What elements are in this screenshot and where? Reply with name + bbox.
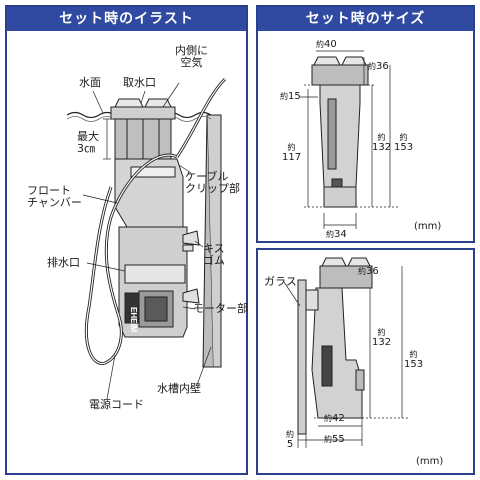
dim-w34-prefix: 約 [326,230,334,239]
label-cable-clip-1: ケーブル [185,170,229,183]
dim-b-g5-value: 5 [286,439,294,450]
size-diagram-side [283,257,408,448]
label-glass: ガラス [264,275,297,288]
label-max: 最大 3㎝ [77,131,99,155]
dim-b-h132-value: 132 [372,337,392,348]
label-float-2: チャンバー [27,196,82,209]
dim-b-g5-prefix: 約 [286,430,294,439]
dim-b-h36-value: 36 [366,266,379,277]
illustration-title: セット時のイラスト [7,7,246,31]
label-tank-wall: 水槽内壁 [157,382,201,395]
motor-body [118,226,188,338]
dim-d15: 約15 [280,91,301,102]
upper-body [114,158,184,228]
dim-b-w55: 約55 [324,434,345,445]
label-suction-rubber: キス ゴム [203,243,225,267]
label-float-chamber: フロート チャンバー [27,185,82,209]
dim-w34-value: 34 [334,229,347,240]
label-suction-1: キス [203,242,225,255]
size-title: セット時のサイズ [258,7,473,31]
label-water-surface: 水面 [79,76,101,89]
size-diagram-front [300,50,398,229]
dim-h36-prefix: 約 [368,62,376,71]
unit-mm-top: (mm) [414,221,442,232]
filter-illustration: EHEIM [66,77,227,400]
label-intake: 取水口 [123,76,156,89]
dim-b-h153-prefix: 約 [409,350,418,359]
illustration-panel: セット時のイラスト [5,5,248,475]
label-inner-air: 内側に 空気 [175,45,208,69]
label-inner-air-1: 内側に [175,44,208,57]
dim-d15-value: 15 [288,91,301,102]
intake-head [110,98,176,160]
dim-b-w55-value: 55 [332,434,345,445]
label-inner-air-2: 空気 [180,56,203,69]
dim-b-w42-value: 42 [332,413,345,424]
dim-w40-value: 40 [324,39,337,50]
dim-h36-value: 36 [376,61,389,72]
dim-b-h36-prefix: 約 [358,267,366,276]
dim-w40: 約40 [316,39,337,50]
unit-mm-bottom: (mm) [416,456,444,467]
dim-b-w42: 約42 [324,413,345,424]
label-cable-clip: ケーブル クリップ部 [185,171,240,195]
dim-b-h36: 約36 [358,266,379,277]
label-power-cord: 電源コード [89,398,144,411]
tank-wall [202,114,222,368]
dim-h117-value: 117 [282,152,302,163]
dim-h132-value: 132 [372,142,392,153]
label-max-1: 最大 [77,130,99,143]
dim-h117-prefix: 約 [287,143,296,152]
label-motor: モーター部 [193,302,248,315]
label-outlet: 排水口 [47,256,80,269]
label-suction-2: ゴム [203,254,225,267]
dim-h153-prefix: 約 [399,133,408,142]
label-cable-clip-2: クリップ部 [185,182,240,195]
dim-b-w42-prefix: 約 [324,414,332,423]
dim-b-h153-value: 153 [404,359,424,370]
size-panel-top: セット時のサイズ [256,5,475,243]
dim-w34: 約34 [326,229,347,240]
dim-h132-prefix: 約 [377,133,386,142]
label-max-2: 3㎝ [77,142,95,155]
dim-d15-prefix: 約 [280,92,288,101]
dim-b-w55-prefix: 約 [324,435,332,444]
dim-b-h132-prefix: 約 [377,328,386,337]
dim-h36: 約36 [368,61,389,72]
label-float-1: フロート [27,184,71,197]
suction-cups [182,230,200,304]
dim-w40-prefix: 約 [316,40,324,49]
brand-logo: EHEIM [129,307,138,333]
dim-h153-value: 153 [394,142,414,153]
